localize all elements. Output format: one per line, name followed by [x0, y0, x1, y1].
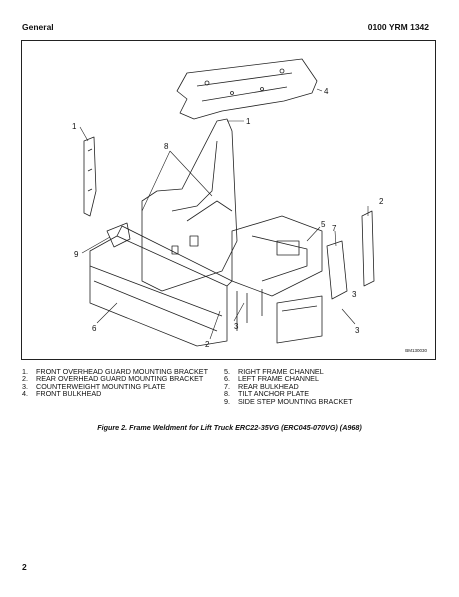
- page-number: 2: [22, 562, 27, 572]
- document-number: 0100 YRM 1342: [367, 22, 429, 32]
- section-header: General: [22, 22, 54, 32]
- callout-2-right: 2: [379, 197, 384, 206]
- callout-9: 9: [74, 250, 79, 259]
- callout-6: 6: [92, 324, 97, 333]
- legend-item: 8. TILT ANCHOR PLATE: [224, 389, 310, 399]
- callout-8: 8: [164, 142, 169, 151]
- callout-7: 7: [332, 224, 337, 233]
- callout-5: 5: [321, 220, 326, 229]
- legend-right-column: 5. RIGHT FRAME CHANNEL 6. LEFT FRAME CHA…: [224, 368, 434, 405]
- callout-3-far: 3: [352, 290, 357, 299]
- figure-caption: Figure 2. Frame Weldment for Lift Truck …: [97, 423, 362, 432]
- legend-item: 7. REAR BULKHEAD: [224, 381, 299, 391]
- legend-left-column: 1. FRONT OVERHEAD GUARD MOUNTING BRACKET…: [22, 368, 222, 398]
- figure-frame: 4 1 1 8 9 5 7 2 6 2 3 3 3 BM130030: [21, 40, 436, 360]
- legend-item: 4. FRONT BULKHEAD: [22, 389, 102, 399]
- callout-4: 4: [324, 87, 329, 96]
- callout-3-right: 3: [355, 326, 360, 335]
- legend-item: 9. SIDE STEP MOUNTING BRACKET: [224, 396, 353, 406]
- callout-2-bottom: 2: [205, 340, 210, 349]
- legend-item: 1. FRONT OVERHEAD GUARD MOUNTING BRACKET: [22, 367, 208, 376]
- legend-item: 5. RIGHT FRAME CHANNEL: [224, 367, 324, 376]
- callout-1-left: 1: [72, 122, 77, 131]
- callout-3-center: 3: [234, 322, 239, 331]
- legend-item: 6. LEFT FRAME CHANNEL: [224, 374, 319, 384]
- callout-1-top: 1: [246, 117, 251, 126]
- frame-weldment-drawing: 4 1 1 8 9 5 7 2 6 2 3 3 3: [72, 58, 384, 349]
- legend-item: 2. REAR OVERHEAD GUARD MOUNTING BRACKET: [22, 374, 204, 384]
- legend-item: 3. COUNTERWEIGHT MOUNTING PLATE: [22, 381, 166, 391]
- figure-image-id: BM130030: [405, 348, 427, 353]
